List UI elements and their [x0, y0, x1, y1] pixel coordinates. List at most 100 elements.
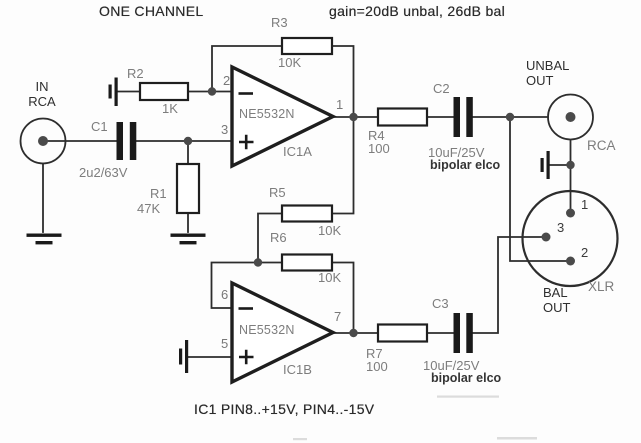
- opamp-ic1b-triangle: [230, 280, 337, 385]
- ground-pin5-bar-long: [185, 340, 189, 373]
- r5-designator: R5: [269, 185, 286, 200]
- input-label: IN RCA: [13, 79, 71, 109]
- wire-r3-left: [211, 45, 283, 93]
- scan-artifact: [437, 395, 499, 398]
- opamp-ic1a-triangle: [230, 64, 337, 169]
- unbal-out-line2: OUT: [526, 72, 554, 88]
- input-label-line1: IN: [35, 79, 49, 94]
- c3-value: 10uF/25V: [423, 358, 480, 373]
- opamp-sign-group: [238, 92, 254, 365]
- xlr-pin1-contact: [566, 208, 575, 218]
- r1-value: 47K: [137, 201, 161, 216]
- r7-designator: R7: [366, 346, 383, 361]
- ground-group: [26, 77, 550, 373]
- input-label-line2: RCA: [28, 93, 56, 109]
- junction-r5-r6-pin6: [253, 258, 263, 267]
- opamp-group: [230, 64, 337, 385]
- wire-r3-r5-feedback: [331, 45, 355, 215]
- wire-c3-xlr-pin3: [471, 236, 543, 334]
- ic1b-pin7-number: 7: [334, 309, 342, 324]
- r6-designator: R6: [270, 230, 287, 245]
- supply-note: IC1 PIN8..+15V, PIN4..-15V: [194, 401, 375, 417]
- xlr-pin1-number: 1: [581, 197, 589, 212]
- resistor-r6: [280, 253, 334, 272]
- ic1a-part-number: NE5532N: [239, 107, 295, 121]
- ground-unbal-bar-short: [540, 158, 544, 172]
- resistor-group: [138, 36, 429, 343]
- rca-out-center-pin: [565, 112, 576, 122]
- xlr-connector-label: XLR: [588, 279, 615, 294]
- unbal-out-label: UNBAL OUT: [526, 58, 570, 88]
- wire-group: [42, 45, 572, 358]
- xlr-pin2-number: 2: [581, 245, 589, 260]
- bal-out-line2: OUT: [543, 299, 571, 315]
- bal-out-label: BAL OUT: [543, 285, 571, 315]
- junction-ic1b-output: [349, 328, 358, 338]
- junction-unbal-ground: [566, 160, 575, 170]
- unbal-out-line1: UNBAL: [526, 58, 570, 73]
- schematic-title: ONE CHANNEL: [99, 3, 204, 19]
- xlr-pin3-contact: [541, 232, 551, 242]
- ic1b-pin5-number: 5: [221, 336, 229, 351]
- gain-note: gain=20dB unbal, 26dB bal: [329, 3, 506, 19]
- r5-value: 10K: [318, 223, 342, 238]
- r7-value: 100: [366, 359, 388, 374]
- c3-note: bipolar elco: [431, 371, 502, 385]
- capacitor-c2-plate-left: [453, 97, 460, 137]
- ground-input-bar-long: [26, 233, 62, 237]
- resistor-r2: [138, 81, 190, 102]
- rca-out-connector-label: RCA: [587, 138, 616, 153]
- capacitor-c3-plate-left: [453, 313, 460, 353]
- ic1a-plus-sign: [239, 134, 254, 150]
- ground-r1-bar-short: [179, 241, 197, 245]
- rca-in-center-pin: [38, 136, 48, 146]
- ground-unbal-bar-long: [546, 151, 550, 179]
- capacitor-c1-plate-right: [129, 122, 137, 160]
- xlr-pin3-number: 3: [557, 220, 565, 235]
- c1-designator: C1: [91, 119, 108, 134]
- r2-designator: R2: [127, 66, 144, 81]
- c2-note: bipolar elco: [430, 158, 501, 172]
- junction-ic1a-output: [349, 112, 358, 122]
- r3-value: 10K: [278, 55, 302, 70]
- ic1a-pin1-number: 1: [336, 97, 344, 112]
- resistor-r3: [280, 36, 334, 56]
- junction-c1-r1-pin3: [183, 136, 193, 146]
- ic1b-pin6-number: 6: [221, 287, 229, 302]
- junction-c2-output: [505, 112, 515, 122]
- c3-designator: C3: [432, 296, 449, 311]
- c1-value: 2u2/63V: [79, 165, 128, 180]
- r6-value: 10K: [318, 270, 342, 285]
- resistor-r5: [280, 204, 334, 223]
- scan-artifact: [293, 438, 307, 441]
- capacitor-c3-plate-right: [466, 313, 473, 353]
- r3-designator: R3: [271, 15, 288, 30]
- resistor-r7: [376, 323, 429, 343]
- ic1b-designator: IC1B: [283, 362, 312, 377]
- rca-in-connector: [19, 117, 67, 165]
- scan-artifact: [497, 437, 537, 440]
- xlr-out-connector: [521, 189, 619, 288]
- xlr-pin2-contact: [566, 256, 575, 266]
- r4-designator: R4: [368, 128, 385, 143]
- capacitor-c2-plate-right: [466, 97, 473, 137]
- r4-value: 100: [368, 141, 390, 156]
- capacitor-c1-plate-left: [116, 122, 123, 160]
- ground-input-bar-short: [35, 241, 53, 245]
- connector-group: [19, 93, 619, 288]
- ic1a-pin2-number: 2: [223, 73, 231, 88]
- scan-artifact-group: [293, 395, 537, 441]
- ic1a-designator: IC1A: [283, 144, 312, 159]
- capacitor-group: [116, 97, 473, 353]
- ground-r2-bar-short: [108, 84, 112, 99]
- r2-value: 1K: [162, 101, 178, 116]
- c2-value: 10uF/25V: [428, 145, 485, 160]
- rca-out-connector: [547, 93, 594, 141]
- ground-r1-bar-long: [170, 233, 206, 237]
- wire-r5-left: [257, 212, 283, 264]
- junction-r2-r3-pin2: [207, 87, 217, 96]
- wire-r6-right: [331, 261, 355, 334]
- ground-pin5-bar-short: [179, 348, 183, 365]
